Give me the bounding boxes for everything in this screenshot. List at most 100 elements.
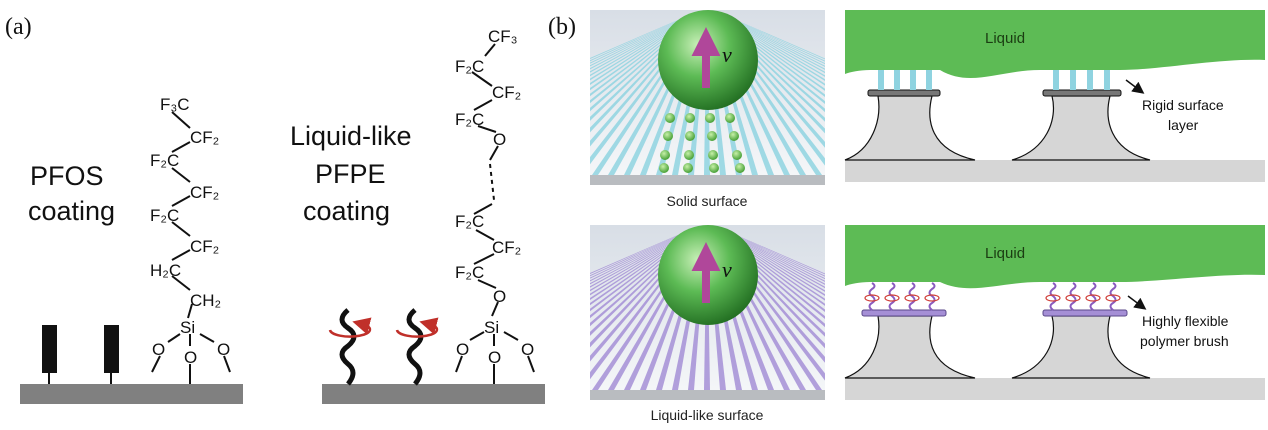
surface-stripe xyxy=(729,20,825,74)
liquid-label: Liquid xyxy=(985,30,1025,47)
pfos-substrate xyxy=(20,384,243,404)
chem-group: F₂C xyxy=(455,212,484,231)
surface-stripe xyxy=(590,235,687,296)
surface-stripe xyxy=(590,20,685,73)
liquid-residue-dot xyxy=(708,150,718,160)
surface-stripe xyxy=(590,20,696,133)
rotation-icon xyxy=(1085,294,1101,302)
pointer-arrow-icon xyxy=(1125,79,1145,94)
chem-group: F₂C xyxy=(455,57,484,76)
chain-squiggle xyxy=(406,308,424,386)
pillar-cap xyxy=(1042,89,1122,97)
surface-stripe xyxy=(728,20,825,77)
chem-group: CF₂ xyxy=(190,128,219,147)
liquid-body xyxy=(845,225,1265,289)
surface-stripe xyxy=(727,235,825,297)
surface-stripe xyxy=(590,20,684,70)
liquid-residue-dot xyxy=(729,131,739,141)
surface-edge xyxy=(590,390,825,400)
surface-stripe xyxy=(590,235,695,336)
polymer-brush-schematic: Liquid Highly flexible polymer brush xyxy=(844,225,1265,400)
surface-stripe xyxy=(590,20,679,59)
pfpe-title-line2: PFPE xyxy=(315,159,386,189)
chem-group: O xyxy=(184,348,197,367)
chem-group: O xyxy=(521,340,534,359)
base-substrate xyxy=(845,160,1265,182)
flexible-molecule xyxy=(395,308,439,386)
surface-stripe xyxy=(725,20,825,86)
chem-group: O xyxy=(217,340,230,359)
repeat-unit-dashed-bond xyxy=(489,163,495,201)
polymer-brush-chain xyxy=(928,282,936,311)
surface-stripe xyxy=(590,235,680,277)
surface-stripe xyxy=(590,20,695,121)
liquid-residue-dot xyxy=(684,150,694,160)
surface-stripe xyxy=(719,20,825,122)
liquid-residue-dot xyxy=(660,150,670,160)
panel-b-label: (b) xyxy=(548,14,576,40)
surface-stripe xyxy=(590,20,687,81)
rigid-chain xyxy=(926,68,932,90)
liquid-label: Liquid xyxy=(985,245,1025,262)
surface-stripe xyxy=(724,235,825,306)
rigid-layer-schematic: Liquid Rigid surface layer xyxy=(844,10,1265,182)
surface-stripe xyxy=(730,235,825,285)
surface-stripe xyxy=(590,235,696,348)
solid-surface-illustration: v xyxy=(590,10,825,185)
surface-stripe xyxy=(731,235,825,282)
rigid-chain xyxy=(1070,68,1076,90)
pillar xyxy=(844,95,976,161)
surface-stripe xyxy=(718,20,825,134)
chain-squiggle xyxy=(339,308,357,386)
rotation-icon xyxy=(1045,294,1061,302)
surface-stripe xyxy=(735,20,825,60)
chem-group: O xyxy=(488,348,501,367)
rigid-chains xyxy=(878,68,1110,90)
surface-stripe xyxy=(733,235,825,280)
surface-stripe xyxy=(729,235,825,289)
residue-dots xyxy=(659,113,745,173)
pfpe-substrate xyxy=(322,384,545,404)
surface-stripe xyxy=(590,235,679,274)
rigid-chain xyxy=(894,68,900,90)
surface-stripe xyxy=(590,20,690,91)
velocity-symbol: v xyxy=(722,42,732,67)
rotation-icon xyxy=(1065,294,1081,302)
rigid-molecule xyxy=(42,325,57,373)
chem-group: F₂C xyxy=(455,263,484,282)
polymer-brush-chain xyxy=(1109,282,1117,311)
liquidlike-surface-illustration: v xyxy=(590,225,825,400)
rigid-chain xyxy=(878,68,884,90)
chem-group: CH₂ xyxy=(190,291,221,310)
chem-group: Si xyxy=(484,318,499,337)
surface-stripe xyxy=(724,20,825,91)
surface-stripe xyxy=(733,20,825,65)
polymer-brush-chain xyxy=(1049,282,1057,311)
surface-stripe xyxy=(590,235,684,285)
rotation-arrow-icon xyxy=(395,317,439,338)
liquid-residue-dot xyxy=(685,131,695,141)
surface-stripe xyxy=(728,235,825,292)
chem-group: F₂C xyxy=(455,110,484,129)
polymer-brush-note-line2: polymer brush xyxy=(1140,333,1229,349)
liquid-residue-dot xyxy=(663,131,673,141)
pfpe-structure: CF₃ F₂C CF₂ F₂C O F₂C CF₂ F₂C O Si O O O xyxy=(455,27,535,384)
chem-group: F₃C xyxy=(160,95,190,114)
surface-stripe xyxy=(590,20,681,64)
velocity-arrow-icon xyxy=(691,242,721,303)
surface-stripe xyxy=(590,20,693,112)
rigid-molecule xyxy=(104,325,119,373)
chem-group: CF₂ xyxy=(190,237,219,256)
liquid-residue-dot xyxy=(707,131,717,141)
rotation-icon xyxy=(864,294,880,302)
liquid-residue-dot xyxy=(659,163,669,173)
rigid-chain xyxy=(1104,68,1110,90)
surface-stripe xyxy=(735,235,825,275)
pillar xyxy=(844,315,976,379)
surface-edge xyxy=(590,175,825,185)
polymer-brush-chain xyxy=(908,282,916,311)
liquid-residue-dot xyxy=(709,163,719,173)
rotation-icon xyxy=(884,294,900,302)
rotation-icon xyxy=(1105,294,1121,302)
